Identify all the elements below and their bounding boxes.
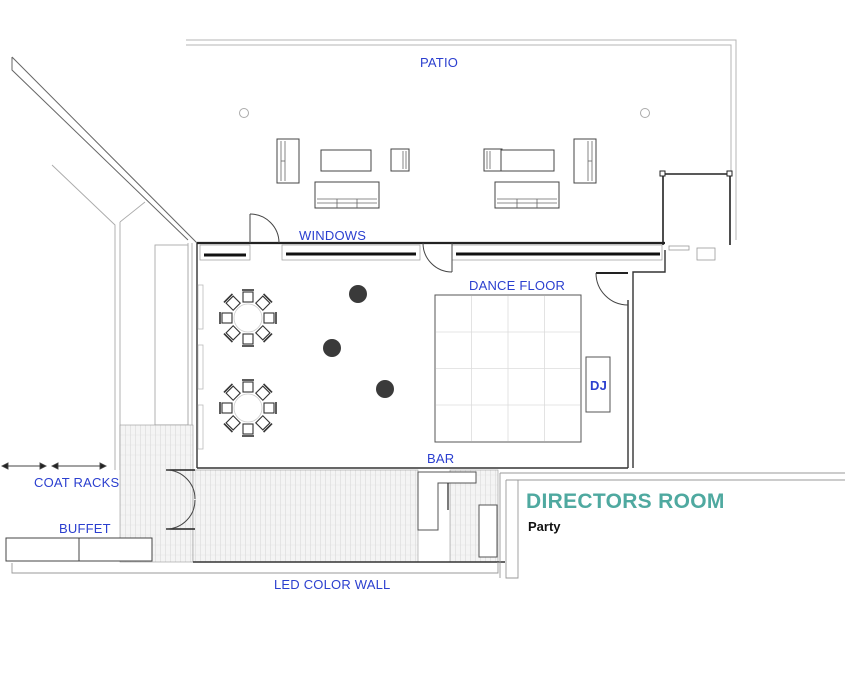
label-dj: DJ [590,378,608,393]
cocktail-tables [323,285,394,398]
room-subtitle: Party [528,519,561,534]
patio-lounge-right [483,138,597,209]
dj-booth [585,356,611,413]
directors-room-outline [499,472,845,579]
label-buffet: BUFFET [59,521,111,536]
buffet-tables [5,537,153,562]
coat-rack-arrows [0,462,108,470]
room-title: DIRECTORS ROOM [526,490,725,513]
doors [165,213,629,530]
tiled-floor [119,424,499,563]
pergola-right-detail [668,245,716,261]
label-dance-floor: DANCE FLOOR [469,278,566,293]
label-coat-racks: COAT RACKS [34,475,120,490]
pergola [659,170,733,245]
patio-outline [186,39,737,240]
diagonal-wall [11,56,198,244]
label-bar: BAR [427,451,455,466]
round-table-2 [220,380,276,436]
patio-column-left [239,108,249,118]
label-patio: PATIO [420,55,459,70]
patio-lounge-left [276,138,410,209]
round-table-1 [220,290,276,346]
label-windows: WINDOWS [299,228,367,243]
dance-floor [434,294,582,443]
led-wall-line [11,562,499,574]
left-wall-panels [197,284,204,450]
main-room-walls [193,243,666,563]
windows-wall [197,241,665,261]
left-corridor-lines [51,164,193,470]
label-led-color-wall: LED COLOR WALL [274,577,391,592]
patio-column-right [640,108,650,118]
bar-counter [417,471,498,558]
